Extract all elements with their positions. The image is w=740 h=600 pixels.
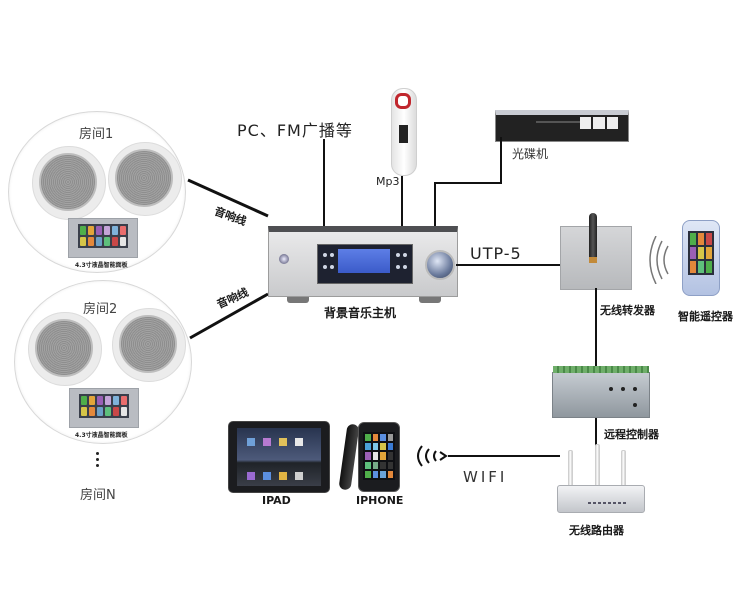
dvd-wire-drop — [434, 182, 436, 227]
iphone-screen-icons — [363, 432, 395, 480]
router-label: 无线路由器 — [569, 524, 624, 537]
mp3-label: Mp3 — [376, 175, 400, 188]
dvd-label: 光碟机 — [512, 147, 549, 161]
iphone-label: IPHONE — [356, 494, 404, 507]
room-1-speaker-right — [108, 142, 182, 216]
ipad-label: IPAD — [262, 494, 291, 507]
wifi-label: WIFI — [463, 468, 508, 486]
more-rooms-ellipsis-icon — [96, 449, 99, 470]
utp-5-wire — [456, 264, 560, 266]
room-1-speaker-left — [32, 146, 106, 220]
controller-label: 远程控制器 — [604, 428, 659, 441]
panel-screen-icons — [78, 224, 128, 248]
host-power-knob — [279, 254, 289, 264]
router-antenna-left — [568, 450, 573, 488]
router-antenna-middle — [595, 444, 600, 488]
wifi-wire — [448, 455, 560, 457]
speaker-cable-room-1 — [187, 178, 269, 218]
room-2-speaker-left — [28, 312, 102, 386]
remote-label: 智能遥控器 — [678, 310, 733, 323]
mp3-screen — [399, 125, 408, 143]
room-1-label: 房间1 — [79, 127, 114, 142]
dvd-buttons — [580, 117, 618, 129]
controller-to-router-wire — [595, 418, 597, 458]
wireless-router-icon — [557, 485, 645, 513]
host-display-panel — [317, 244, 413, 284]
remote-screen-icons — [688, 231, 714, 275]
remote-signal-waves-icon — [649, 236, 669, 284]
pc-fm-source-label: PC、FM广播等 — [237, 121, 353, 140]
ipad-icon — [228, 421, 330, 493]
controller-terminal-strip — [553, 366, 649, 373]
room-1-lcd-panel — [68, 218, 138, 258]
dvd-wire-horizontal — [434, 182, 502, 184]
speaker-cable-room-2 — [189, 292, 269, 340]
pc-fm-wire — [323, 139, 325, 227]
mp3-button-ring — [395, 93, 411, 109]
dvd-player-icon — [495, 110, 629, 142]
room-2-panel-caption: 4.3寸液晶智能面板 — [75, 432, 128, 439]
panel-screen-icons — [79, 394, 129, 418]
repeater-antenna-icon — [589, 213, 597, 263]
host-label: 背景音乐主机 — [324, 306, 397, 320]
smart-remote-icon — [682, 220, 720, 296]
background-music-host-icon — [268, 226, 458, 303]
ipad-screen — [237, 428, 321, 486]
remote-controller-icon — [552, 366, 650, 418]
iphone-icon — [358, 422, 400, 492]
room-n-label: 房间N — [80, 488, 116, 503]
room-2-lcd-panel — [69, 388, 139, 428]
room-2-label: 房间2 — [83, 302, 118, 317]
wifi-signal-icon — [417, 445, 448, 467]
repeater-label: 无线转发器 — [600, 304, 655, 317]
mp3-player-icon — [391, 88, 417, 176]
dvd-wire-vertical — [500, 137, 502, 183]
router-antenna-right — [621, 450, 626, 488]
room-1-panel-caption: 4.3寸液晶智能面板 — [75, 262, 128, 269]
utp-5-label: UTP-5 — [470, 244, 522, 263]
mp3-wire — [401, 176, 403, 227]
repeater-to-controller-wire — [595, 288, 597, 366]
host-volume-knob — [425, 250, 455, 280]
room-2-speaker-right — [112, 308, 186, 382]
host-lcd-screen — [338, 249, 390, 273]
